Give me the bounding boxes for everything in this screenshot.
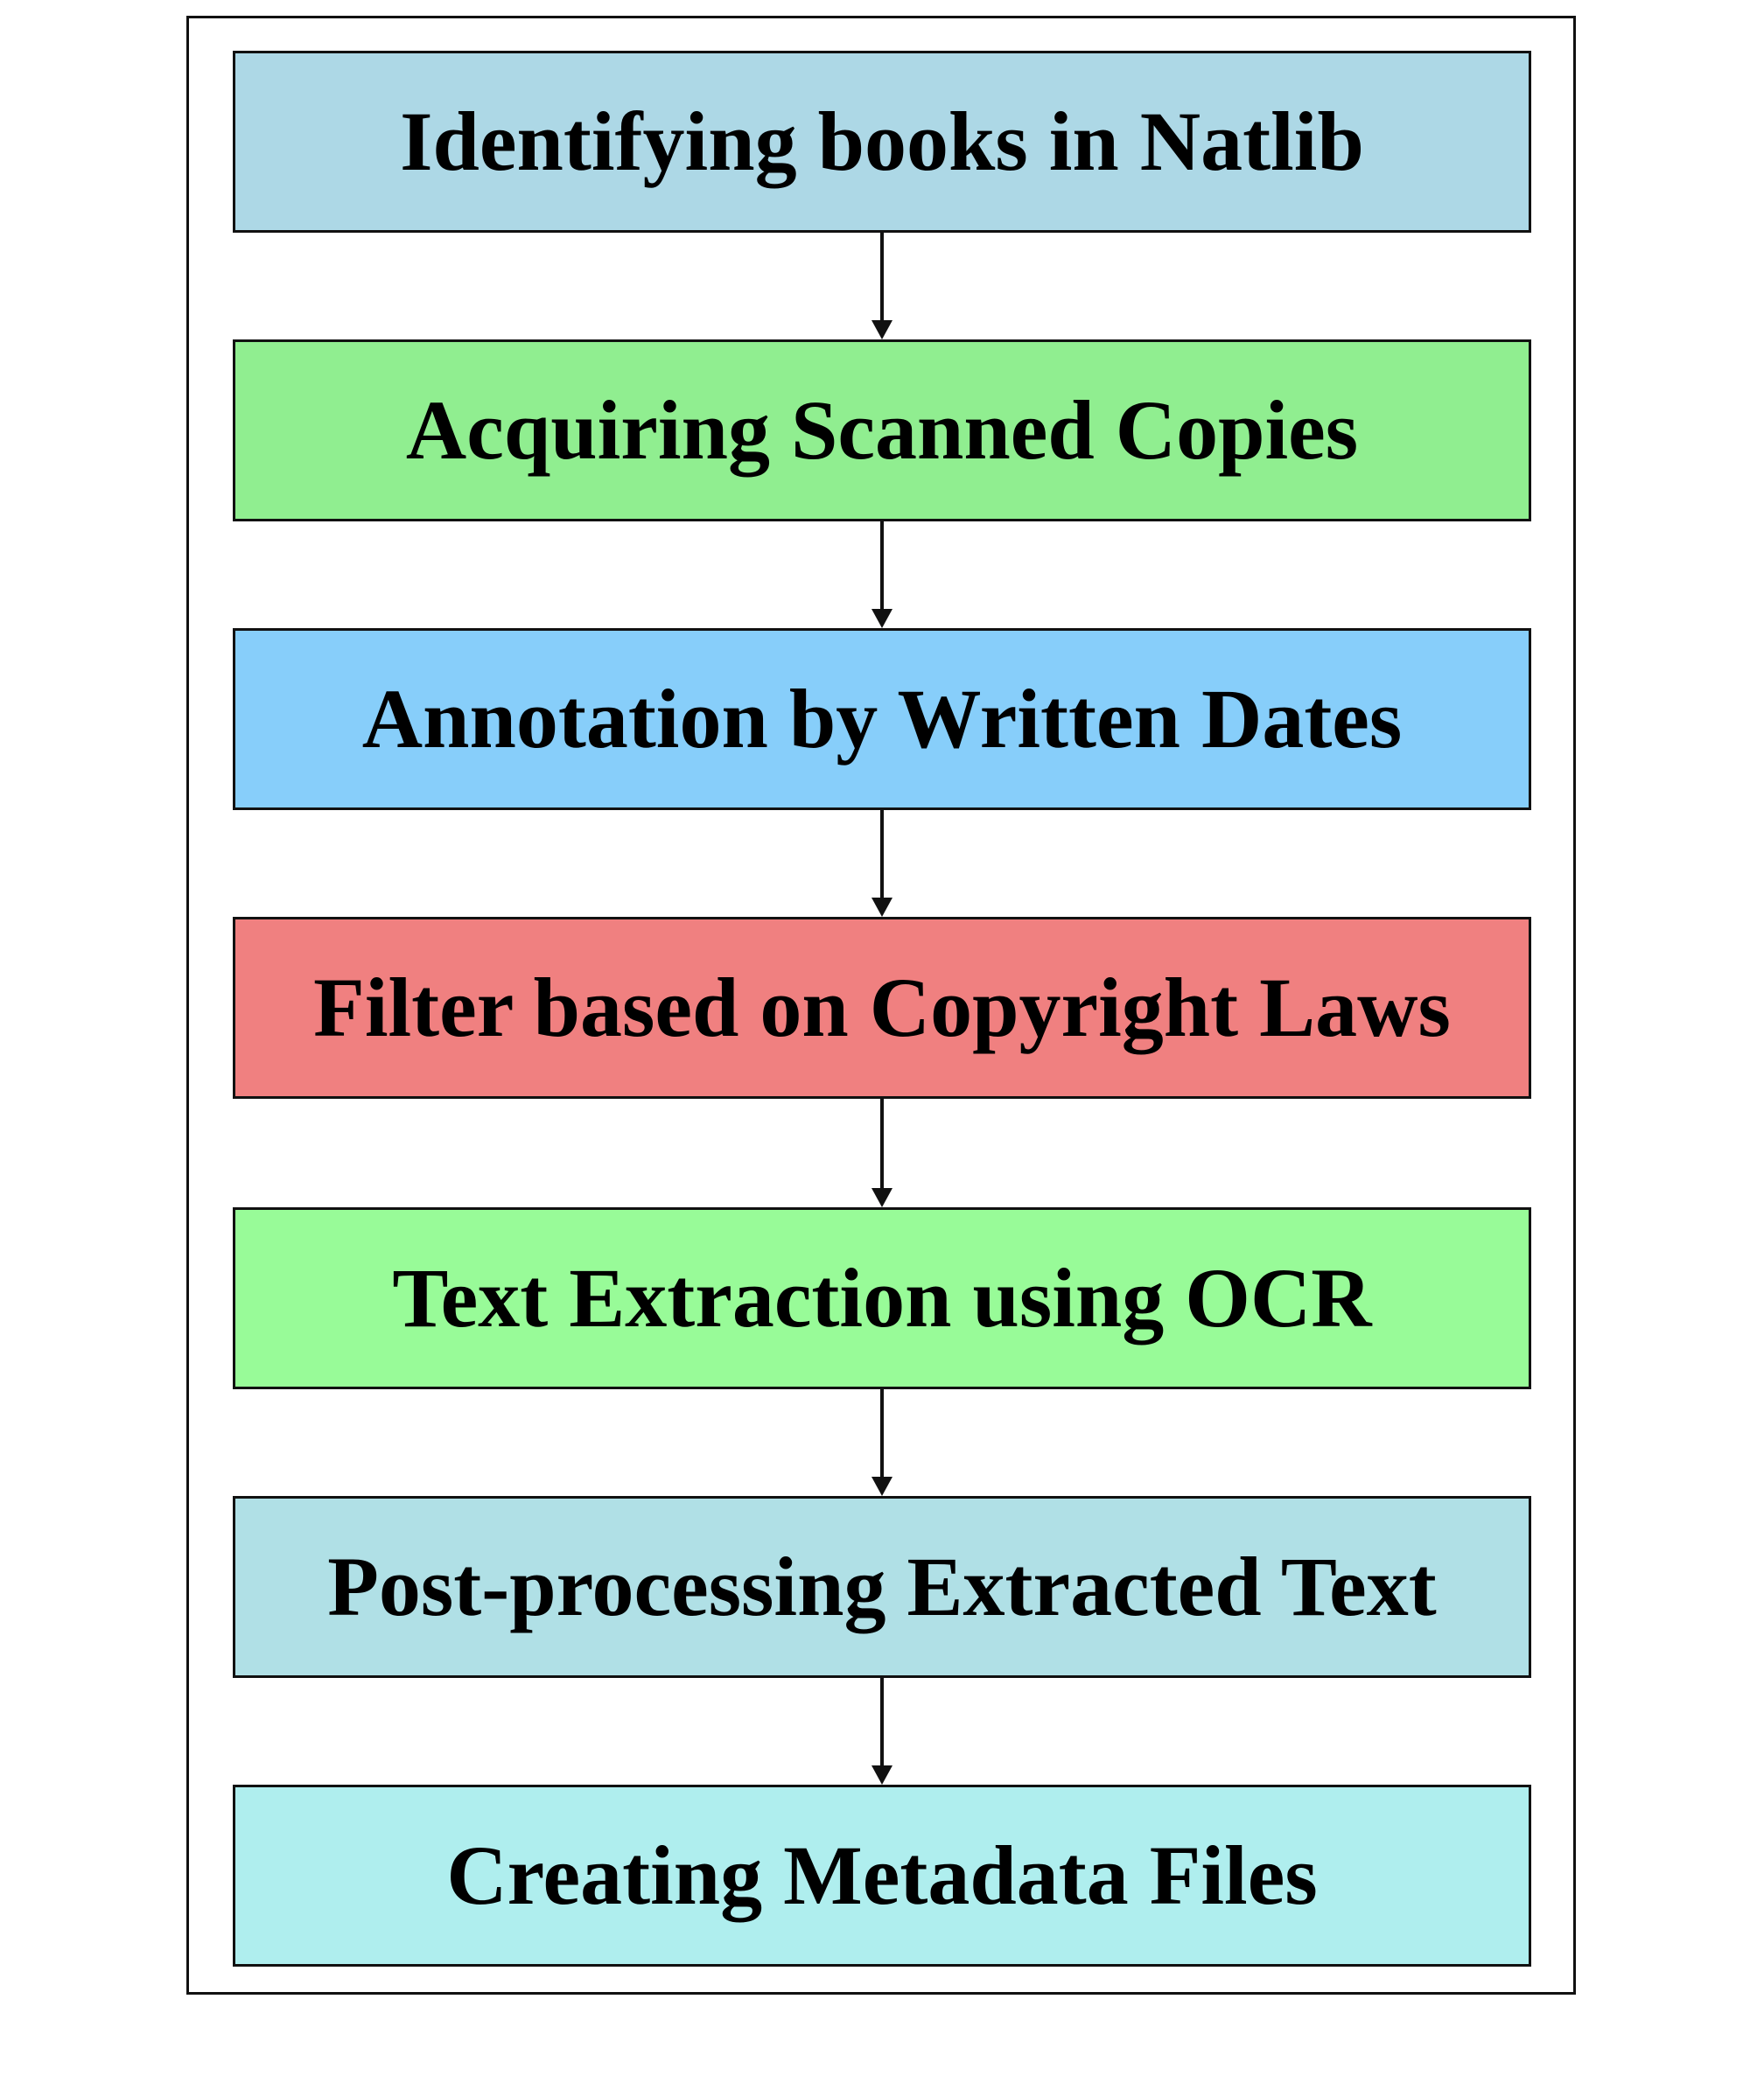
step-label: Text Extraction using OCR [392,1251,1372,1345]
step-metadata-files: Creating Metadata Files [233,1785,1531,1967]
step-copyright-filter: Filter based on Copyright Laws [233,917,1531,1099]
step-label: Acquiring Scanned Copies [405,383,1359,477]
step-label: Filter based on Copyright Laws [313,961,1451,1054]
step-label: Identifying books in Natlib [400,94,1364,188]
step-label: Annotation by Written Dates [361,672,1403,765]
step-identifying-books: Identifying books in Natlib [233,51,1531,233]
step-annotation: Annotation by Written Dates [233,628,1531,810]
step-ocr-extraction: Text Extraction using OCR [233,1207,1531,1389]
step-acquiring-scans: Acquiring Scanned Copies [233,339,1531,521]
step-label: Post-processing Extracted Text [327,1540,1437,1633]
step-label: Creating Metadata Files [446,1828,1318,1922]
step-post-processing: Post-processing Extracted Text [233,1496,1531,1678]
